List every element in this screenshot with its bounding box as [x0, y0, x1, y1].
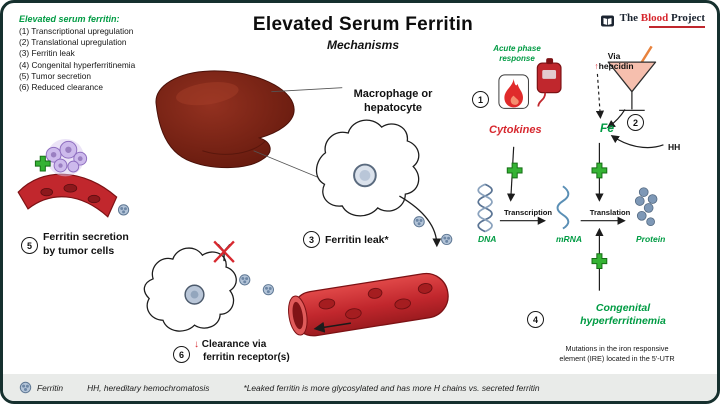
liver-illustration [155, 70, 295, 169]
page-title: Elevated Serum Ferritin [252, 14, 474, 35]
book-icon [600, 15, 614, 26]
logo-the: The [619, 12, 638, 24]
up-arrow-icon: ↑ [594, 61, 599, 71]
logo-project: Project [671, 12, 705, 24]
key-item: (5) Tumor secretion [19, 70, 91, 81]
key-item: (6) Reduced clearance [19, 82, 103, 93]
arrow-alcohol-to-fe [606, 109, 626, 129]
header: Elevated Serum Ferritin Mechanisms [203, 14, 523, 52]
step-circle-1: 1 [472, 91, 489, 108]
ferritin-leak-label: Ferritin leak* [325, 234, 389, 246]
key-item: (2) Translational upregulation [19, 37, 127, 48]
mrna-icon [556, 185, 570, 230]
macrophage-cell [315, 119, 420, 217]
translation-label: Translation [589, 208, 631, 217]
footer-legend: Ferritin HH, hereditary hemochromatosis … [3, 374, 717, 401]
arrow-ferritin-leak [399, 195, 442, 248]
hh-label: HH [668, 142, 681, 152]
callout-line-bottom [253, 150, 321, 179]
callout-line-top [271, 87, 343, 93]
dna-label: DNA [478, 234, 497, 244]
footer-hh-note: HH, hereditary hemochromatosis [87, 382, 210, 393]
tumor-vessel [17, 173, 118, 218]
ferritin-icon [19, 381, 32, 394]
transcription-label: Transcription [503, 208, 553, 217]
key-item: (4) Congenital hyperferritinemia [19, 59, 136, 70]
logo-accent-bar [649, 26, 705, 28]
logo-text: The Blood Project [620, 13, 705, 24]
mrna-label: mRNA [556, 234, 582, 244]
fe-label: Fe [600, 121, 615, 135]
key-heading: Elevated serum ferritin: [19, 14, 120, 24]
down-arrow-icon: ↓ [194, 339, 199, 350]
footer-leak-note: *Leaked ferritin is more glycosylated an… [243, 382, 540, 393]
macrophage-label: Macrophage or hepatocyte [353, 88, 433, 114]
clearance-label: ↓ Clearance via ferritin receptor(s) [194, 339, 290, 363]
page-subtitle: Mechanisms [326, 38, 400, 52]
congenital-label: Congenital hyperferritinemia [580, 302, 666, 327]
step-circle-4: 4 [527, 311, 544, 328]
step-circle-6: 6 [173, 346, 190, 363]
tumor-secretion-label: Ferritin secretion by tumor cells [43, 231, 129, 257]
step-circle-2: 2 [627, 114, 644, 131]
step-circle-5: 5 [21, 237, 38, 254]
plus-icon [506, 162, 523, 179]
blood-project-logo: The Blood Project [600, 13, 705, 28]
dna-helix-icon [477, 183, 493, 233]
key-item: (1) Transcriptional upregulation [19, 26, 134, 36]
ferritin-icon [262, 284, 274, 296]
arrow-hh-to-fe [610, 134, 664, 149]
ferritin-icon [117, 204, 130, 216]
protein-icon [634, 187, 658, 227]
blocked-receptor-x-icon [213, 240, 235, 263]
step-circle-3: 3 [303, 231, 320, 248]
acute-phase-label: Acute phase response [493, 44, 541, 63]
ferritin-icon [441, 233, 453, 246]
plus-icon [591, 162, 608, 179]
ferritin-icon [239, 274, 251, 286]
key-list: (1) Transcriptional upregulation (2) Tra… [19, 26, 135, 93]
tumor-cells [45, 138, 88, 177]
blood-vessel [288, 272, 449, 337]
diagram-art [17, 45, 664, 337]
arrow-hepcidin-to-fe [595, 73, 605, 120]
cytokines-label: Cytokines [489, 124, 542, 136]
cocktail-icon [607, 45, 657, 112]
mutations-note: Mutations in the iron responsive element… [559, 344, 675, 363]
via-hepcidin-label: Via ↑hepcidin [594, 51, 634, 71]
logo-blood: Blood [640, 12, 669, 24]
blood-bag-icon [536, 58, 562, 107]
key-item: (3) Ferritin leak [19, 48, 75, 59]
ferritin-icon [413, 216, 425, 228]
clearance-cell [143, 240, 237, 332]
plus-icon [591, 253, 608, 269]
footer-ferritin-label: Ferritin [37, 382, 64, 393]
flame-icon [498, 74, 529, 109]
protein-label: Protein [636, 234, 666, 244]
blood-flow-arrow [313, 321, 352, 333]
